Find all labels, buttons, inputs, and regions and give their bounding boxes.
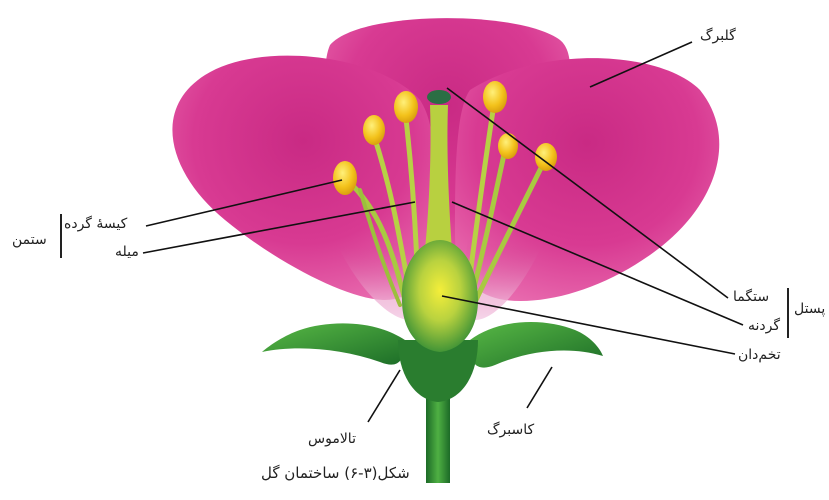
leader-thalamus [368, 370, 400, 422]
label-filament: میله [115, 244, 139, 260]
stem [398, 340, 478, 483]
label-petal: گلبرگ [700, 28, 736, 44]
leader-sepal [527, 367, 552, 408]
label-style: گردنه [748, 318, 780, 334]
label-anther: کیسهٔ گرده [64, 216, 127, 232]
figure-caption: شکل(۳-۶) ساختمان گل [261, 464, 410, 482]
label-ovary: تخم‌دان [738, 347, 781, 363]
label-stigma: ستگما [733, 289, 769, 305]
sepal-right [470, 322, 603, 368]
sepal-left [262, 323, 405, 364]
pistil-bracket [787, 288, 789, 338]
stigma-shape [427, 90, 451, 104]
label-pistil: پستل [794, 301, 825, 317]
label-sepal: کاسبرگ [487, 422, 534, 438]
label-thalamus: تالاموس [308, 431, 356, 447]
stamen-bracket [60, 214, 62, 258]
label-stamen: ستمن [12, 232, 47, 248]
